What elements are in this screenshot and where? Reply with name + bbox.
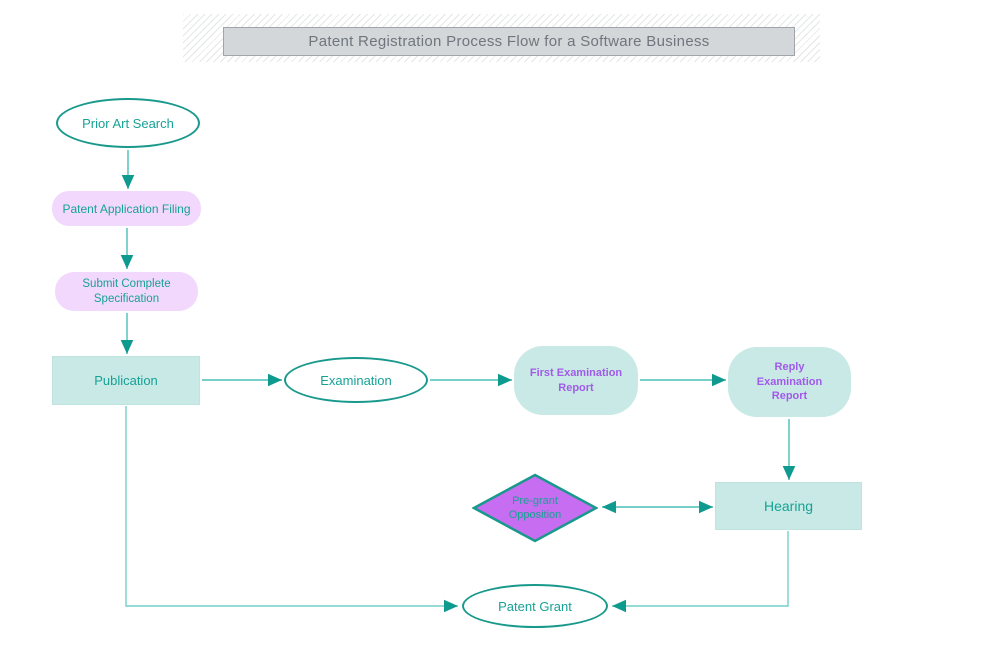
title-hatch-banner: Patent Registration Process Flow for a S…: [183, 14, 820, 62]
diamond-shape: [472, 473, 598, 543]
node-label: Examination: [320, 372, 392, 388]
node-label: Patent Application Filing: [62, 201, 191, 216]
node-submit-complete-specification: Submit Complete Specification: [55, 272, 198, 311]
diagram-title: Patent Registration Process Flow for a S…: [223, 27, 795, 56]
node-prior-art-search: Prior Art Search: [56, 98, 200, 148]
node-label: Prior Art Search: [82, 115, 174, 131]
node-reply-examination-report: Reply Examination Report: [728, 347, 851, 417]
node-examination: Examination: [284, 357, 428, 403]
node-publication: Publication: [52, 356, 200, 405]
node-label: Submit Complete Specification: [82, 277, 171, 305]
node-label: Pre-grant Opposition: [508, 494, 562, 521]
node-first-examination-report: First Examination Report: [514, 346, 638, 415]
node-hearing: Hearing: [715, 482, 862, 530]
node-label: First Examination Report: [529, 366, 623, 394]
node-patent-application-filing: Patent Application Filing: [52, 191, 201, 226]
node-label: Hearing: [763, 498, 814, 514]
node-label: Patent Grant: [498, 598, 572, 614]
node-label: Publication: [94, 373, 158, 388]
node-patent-grant: Patent Grant: [462, 584, 608, 628]
node-pre-grant-opposition: Pre-grant Opposition: [472, 473, 598, 543]
node-label: Reply Examination Report: [756, 360, 823, 403]
